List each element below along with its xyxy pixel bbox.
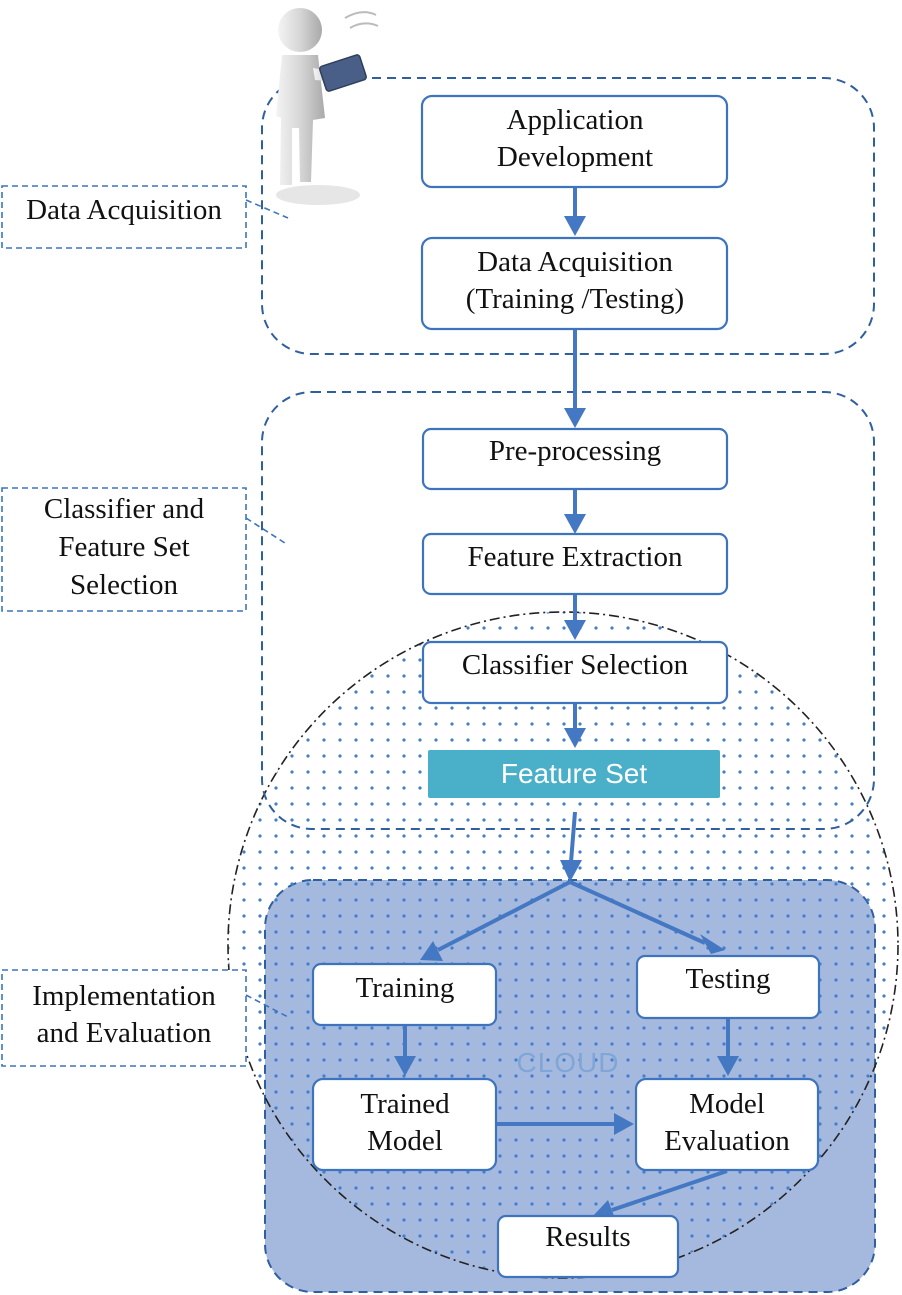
node-training: Training xyxy=(311,962,498,1027)
node-trained-model: Trained Model xyxy=(311,1077,498,1172)
callout-classifier-feature: Classifier and Feature Set Selection xyxy=(1,487,289,612)
person-with-tablet-icon xyxy=(276,8,379,205)
node-model-evaluation-line-2: Evaluation xyxy=(664,1125,790,1157)
callout-data-acquisition-label: Data Acquisition xyxy=(26,194,222,226)
node-application-development-line-1: Application xyxy=(507,104,644,136)
node-data-acquisition-line-2: (Training /Testing) xyxy=(466,283,684,315)
node-data-acquisition: Data Acquisition (Training /Testing) xyxy=(420,236,729,331)
node-feature-set: Feature Set xyxy=(428,750,720,798)
callout-classifier-line-2: Feature Set xyxy=(58,531,189,563)
node-application-development: Application Development xyxy=(420,94,729,189)
cloud-label: CLOUD xyxy=(516,1047,619,1078)
node-preprocessing-label: Pre-processing xyxy=(489,435,661,467)
callout-classifier-line-1: Classifier and xyxy=(44,493,205,525)
node-classifier-selection: Classifier Selection xyxy=(421,640,729,705)
node-data-acquisition-line-1: Data Acquisition xyxy=(477,246,673,278)
callout-implementation-line-1: Implementation xyxy=(32,980,216,1012)
node-training-label: Training xyxy=(356,972,455,1004)
data-acquisition-group xyxy=(261,77,875,355)
node-trained-model-line-1: Trained xyxy=(360,1088,450,1120)
callout-implementation: Implementation and Evaluation xyxy=(1,969,291,1067)
node-feature-set-label: Feature Set xyxy=(501,758,648,789)
node-model-evaluation-line-1: Model xyxy=(689,1088,765,1120)
node-application-development-line-2: Development xyxy=(497,141,653,173)
node-results: Results xyxy=(496,1214,680,1279)
node-testing-label: Testing xyxy=(686,963,771,995)
flow-arrows xyxy=(394,187,739,1221)
node-preprocessing: Pre-processing xyxy=(421,427,729,491)
node-trained-model-line-2: Model xyxy=(367,1125,443,1157)
callout-data-acquisition: Data Acquisition xyxy=(1,185,289,249)
classifier-selection-group xyxy=(261,391,875,830)
node-model-evaluation: Model Evaluation xyxy=(634,1077,820,1172)
node-classifier-selection-label: Classifier Selection xyxy=(462,649,689,681)
node-testing: Testing xyxy=(635,954,821,1020)
node-feature-extraction-label: Feature Extraction xyxy=(468,541,683,573)
callout-classifier-line-3: Selection xyxy=(70,569,178,601)
node-results-label: Results xyxy=(545,1221,630,1253)
callout-implementation-line-2: and Evaluation xyxy=(37,1017,212,1049)
node-feature-extraction: Feature Extraction xyxy=(421,532,729,596)
